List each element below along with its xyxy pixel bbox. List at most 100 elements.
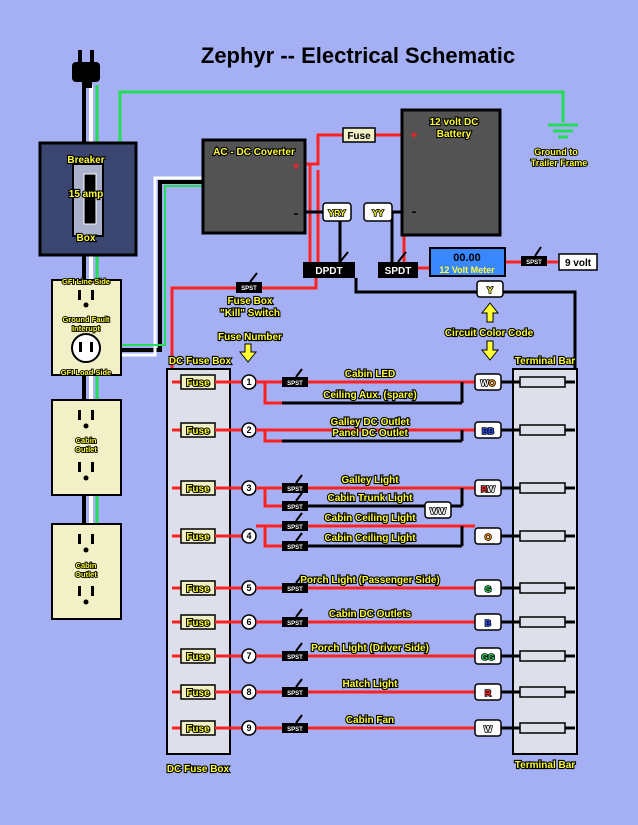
color-code-label: B <box>485 618 491 628</box>
converter-plus: + <box>292 159 299 173</box>
spst-label: SPST <box>287 545 303 551</box>
fuse-label: Fuse <box>186 724 210 735</box>
breaker-box <box>38 141 138 257</box>
code-tag-y-label: Y <box>487 285 493 295</box>
spst-label: SPST <box>287 487 303 493</box>
main-fuse-label: Fuse <box>347 131 371 142</box>
terminal-bar-label-top: Terminal Bar <box>515 356 575 367</box>
spst-switch <box>282 687 308 697</box>
kill-switch-label: Fuse Box <box>227 296 272 307</box>
terminal-screw <box>519 616 566 628</box>
volt-meter <box>429 247 506 277</box>
dpdt-switch <box>303 262 355 278</box>
spst-switch <box>282 483 308 493</box>
fuse-number: 6 <box>246 617 251 627</box>
dc-fuse-box-label-top: DC Fuse Box <box>169 356 232 367</box>
branch-wire <box>263 430 282 443</box>
spst-switch <box>282 651 308 661</box>
switch-lever <box>295 574 303 584</box>
fuse-label: Fuse <box>186 652 210 663</box>
spst-switch <box>282 617 308 627</box>
spst-label: SPST <box>287 381 303 387</box>
cabin-outlet-1-label-2: Outlet <box>75 445 97 454</box>
terminal-screw <box>519 424 566 436</box>
dc-fuse-box-label-bottom: DC Fuse Box <box>167 764 230 775</box>
switch-lever <box>295 678 303 688</box>
color-code-label: R <box>485 688 491 698</box>
branch-wire <box>263 488 282 508</box>
fuse-label: Fuse <box>186 426 210 437</box>
ground-label: Ground to <box>534 147 578 157</box>
converter-minus: - <box>294 205 299 221</box>
kill-switch-spst-label: SPST <box>241 286 257 292</box>
meter-label: 12 Volt Meter <box>439 265 495 275</box>
dpdt-label: DPDT <box>315 266 342 277</box>
color-code-label: RW <box>481 484 496 494</box>
extra-color-code-tag <box>424 501 452 519</box>
ground-symbol-icon <box>548 123 578 139</box>
spst-label: SPST <box>287 505 303 511</box>
cabin-outlet-1 <box>51 399 122 496</box>
gfi-interrupt-label-2: Interupt <box>72 324 100 333</box>
switch-lever <box>295 368 303 378</box>
load-label: Hatch Light <box>343 679 399 690</box>
meter-value: 00.00 <box>453 252 481 264</box>
load-label: Cabin DC Outlets <box>329 609 412 620</box>
meter-spst-label: SPST <box>526 260 542 266</box>
spst-switch <box>282 583 308 593</box>
switch-lever <box>295 608 303 618</box>
switch-lever <box>295 474 303 484</box>
terminal-screw <box>519 482 566 494</box>
spst-switch <box>282 377 308 387</box>
branch-wire <box>263 382 282 405</box>
load-label: Galley Light <box>341 475 399 486</box>
terminal-screw <box>519 582 566 594</box>
kill-switch-label-2: "Kill" Switch <box>220 308 280 319</box>
gfi-load-label: GFI Load Side <box>61 368 111 377</box>
spst-label: SPST <box>287 525 303 531</box>
color-code-label: BB <box>482 426 494 436</box>
load-label: Cabin LED <box>345 369 396 380</box>
fuse-number: 9 <box>246 723 251 733</box>
fuse-number-label: Fuse Number <box>218 332 282 343</box>
spst-label: SPST <box>287 691 303 697</box>
fuse-number: 3 <box>246 483 251 493</box>
load-label: Galley DC Outlet <box>331 417 411 428</box>
battery-label-2: Battery <box>437 129 472 140</box>
page-title: Zephyr -- Electrical Schematic <box>201 43 515 68</box>
color-code-label: GG <box>481 652 495 662</box>
cabin-outlet-2-label: Cabin <box>76 561 97 570</box>
switch-lever <box>295 714 303 724</box>
gfi-line-label: GFI Line Side <box>62 277 110 286</box>
terminal-screw <box>519 530 566 542</box>
color-code-label: O <box>485 532 492 542</box>
load-label: Cabin Ceiling Light <box>324 513 416 524</box>
load-label: Cabin Trunk Light <box>328 493 414 504</box>
ac-dc-converter <box>201 138 307 235</box>
fuse-number: 7 <box>246 651 251 661</box>
power-plug-icon <box>72 50 100 88</box>
arrow-up-icon <box>480 302 500 323</box>
circuit-color-code-label: Circuit Color Code <box>445 328 534 339</box>
terminal-screw <box>519 376 566 388</box>
spst-label: SPST <box>287 655 303 661</box>
spst-label: SPST <box>287 727 303 733</box>
terminal-screw <box>519 686 566 698</box>
code-tag-yry <box>322 202 352 222</box>
cabin-outlet-2-label-2: Outlet <box>75 570 97 579</box>
switch-lever <box>295 532 303 542</box>
switch-lever <box>295 492 303 502</box>
spst-switch <box>282 521 308 531</box>
meter-spst-switch <box>521 256 547 266</box>
gfi-interrupt-label: Ground Fault <box>62 315 110 324</box>
battery-plus: + <box>410 128 417 142</box>
spdt-switch <box>378 262 418 278</box>
battery-label: 12 volt DC <box>430 117 479 128</box>
fuse-label: Fuse <box>186 688 210 699</box>
fuse-label: Fuse <box>186 618 210 629</box>
